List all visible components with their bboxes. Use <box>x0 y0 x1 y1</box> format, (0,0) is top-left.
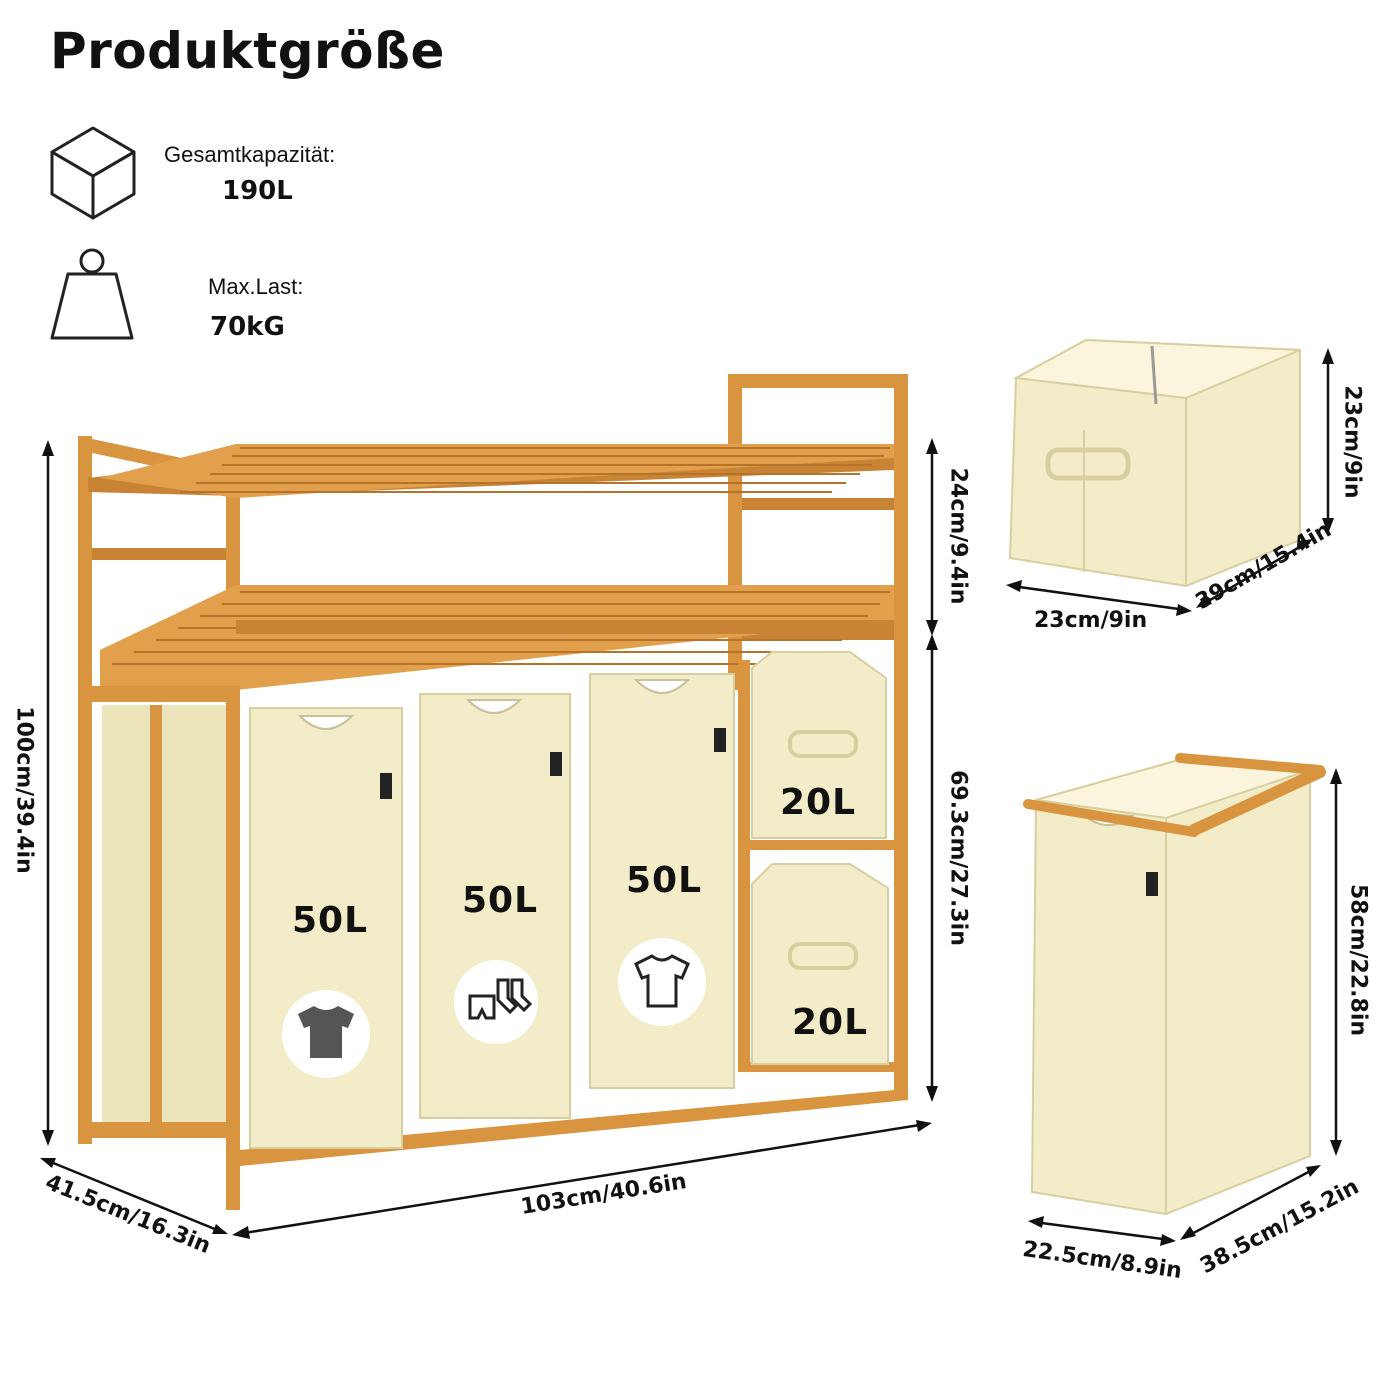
bin-2-capacity: 50L <box>462 880 539 921</box>
drawer-1-capacity: 20L <box>780 782 857 823</box>
large-bag <box>1023 753 1326 1216</box>
bin-1-capacity: 50L <box>292 900 369 941</box>
max-load-label: Max.Last: <box>208 274 304 299</box>
bag-height-dim: 58cm/22.8in <box>1345 883 1371 1037</box>
socks-underwear-icon <box>454 960 538 1044</box>
weight-icon <box>50 248 134 340</box>
laundry-cabinet <box>78 374 908 1210</box>
small-basket <box>1008 338 1301 588</box>
basket-height-dim: 23cm/9in <box>1339 385 1365 499</box>
lower-height-dim: 69.3cm/27.3in <box>945 770 971 946</box>
dark-tshirt-icon <box>282 990 370 1078</box>
cube-icon <box>50 126 136 220</box>
dimension-arrows <box>40 348 1342 1246</box>
basket-width-dim: 23cm/9in <box>1034 608 1148 633</box>
shelf-gap-dim: 24cm/9.4in <box>945 467 971 605</box>
capacity-value: 190L <box>222 176 293 206</box>
drawer-2-capacity: 20L <box>792 1002 869 1043</box>
bin-3-capacity: 50L <box>626 860 703 901</box>
capacity-label: Gesamtkapazität: <box>164 142 336 167</box>
white-tshirt-icon <box>618 938 706 1026</box>
page-title: Produktgröße <box>50 22 445 80</box>
max-load-value: 70kG <box>210 312 285 342</box>
main-height-dim: 100cm/39.4in <box>11 706 37 874</box>
